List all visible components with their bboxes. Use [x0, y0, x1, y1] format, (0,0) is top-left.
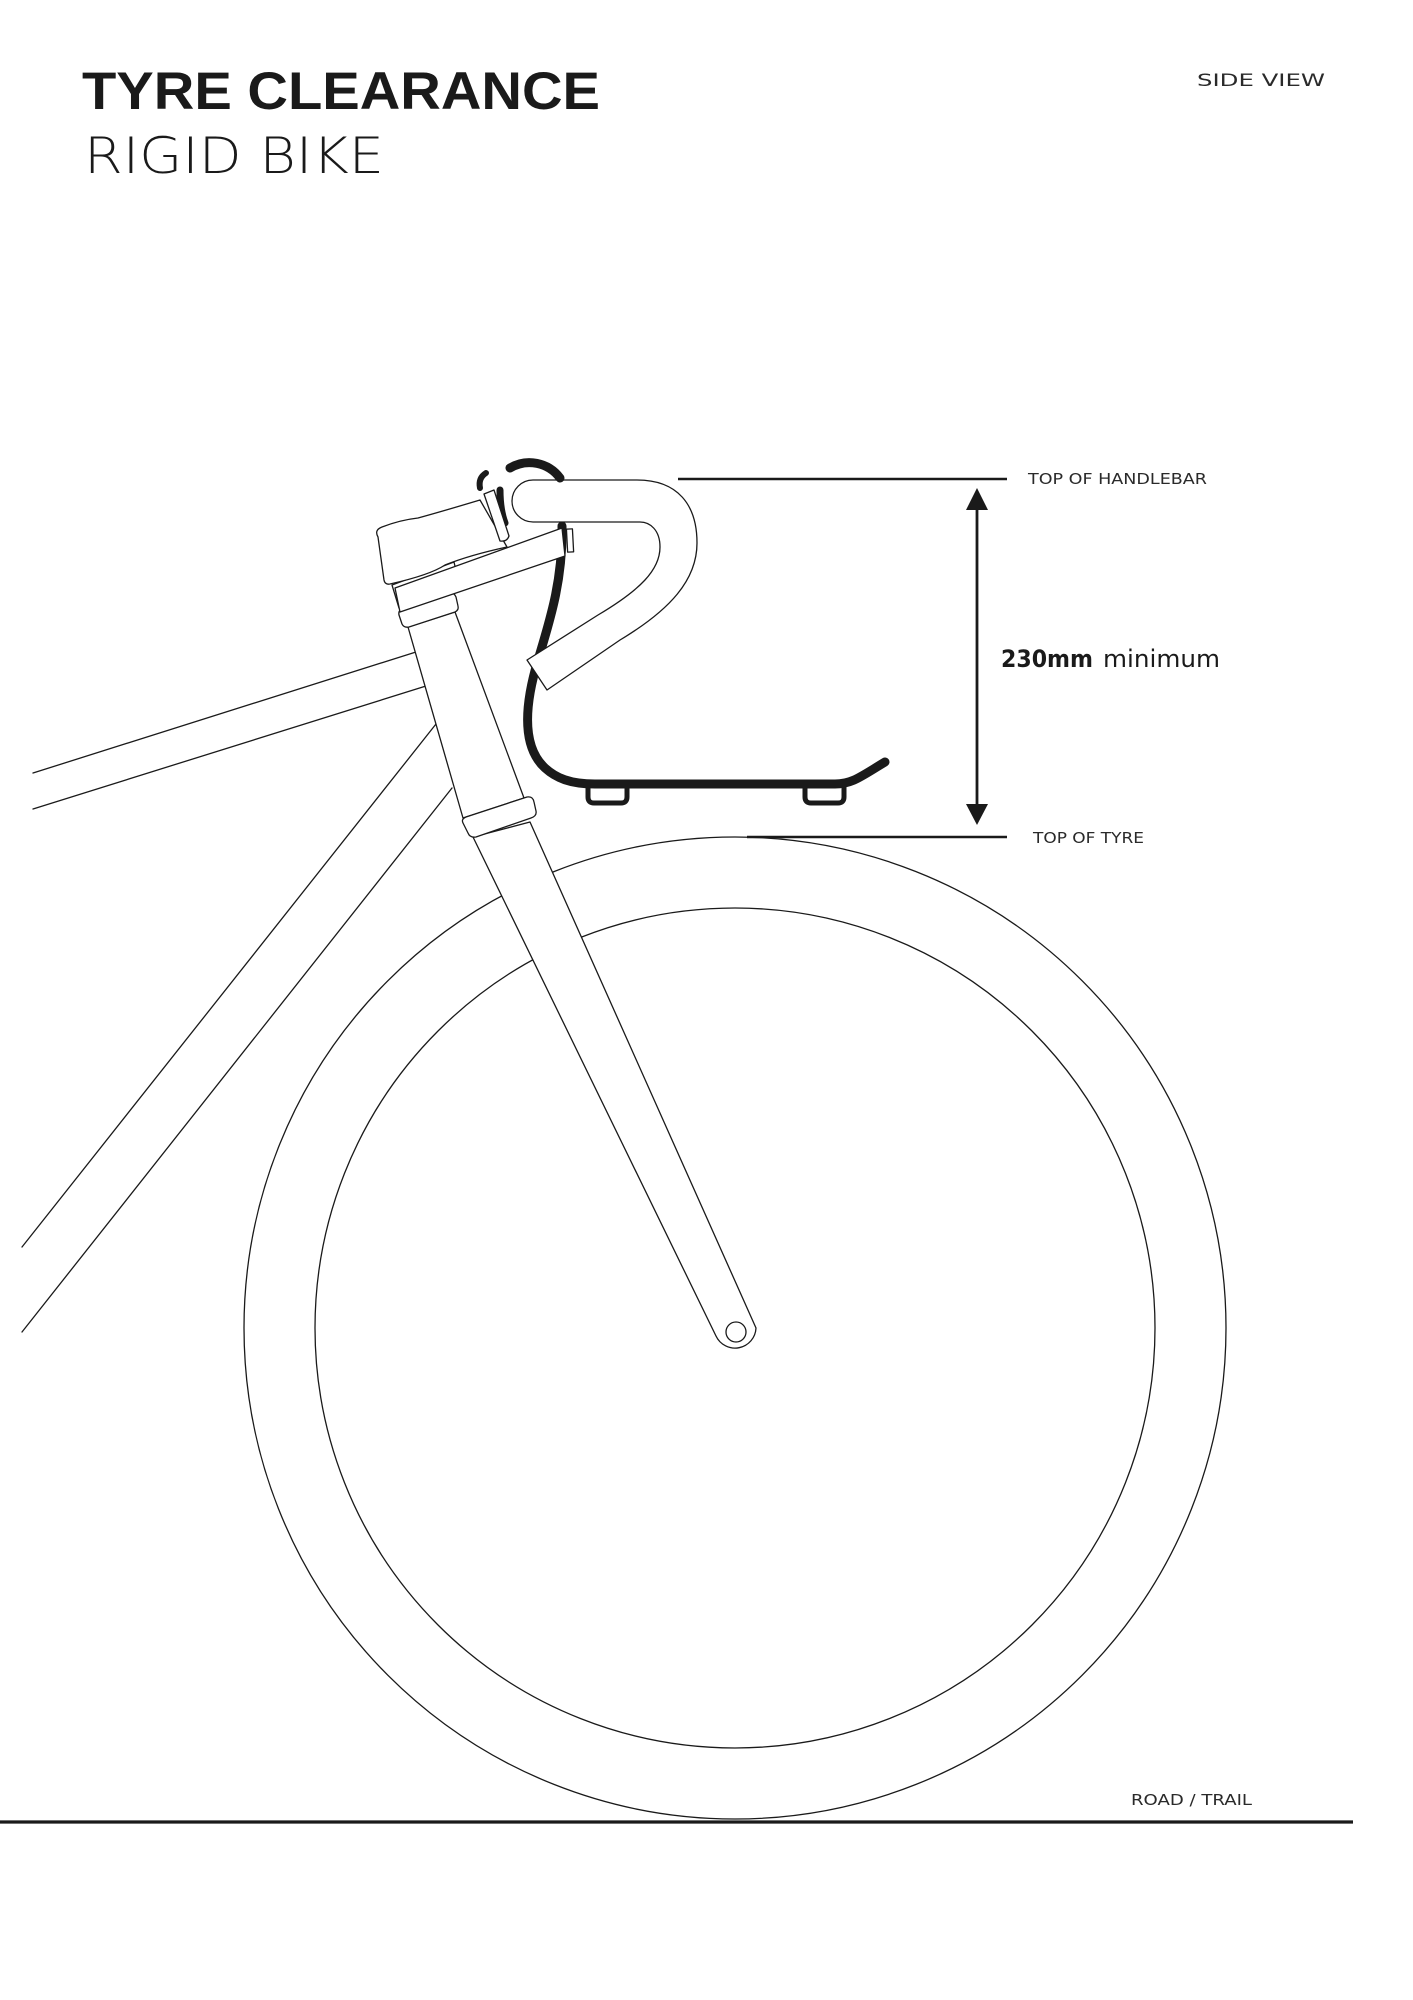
view-label: SIDE VIEW: [1197, 71, 1325, 91]
arrow-up-icon: [966, 488, 988, 510]
hub-axle: [725, 1321, 747, 1343]
dimension-value: 230mm: [1001, 645, 1093, 673]
dimension-qualifier: minimum: [1103, 645, 1220, 673]
brake-cable: [523, 521, 890, 789]
lower-headset-ring: [461, 796, 537, 838]
top-of-handlebar-label: TOP OF HANDLEBAR: [1027, 470, 1207, 488]
cable-tab: [565, 528, 575, 553]
diagram-subtitle: RIGID BIKE: [84, 127, 384, 185]
dimension-arrow: [966, 488, 988, 825]
fork: [472, 821, 757, 1349]
drop-handlebar: [511, 479, 698, 691]
upper-headset-ring: [398, 592, 459, 628]
cable-mounts: [585, 784, 847, 806]
top-tube: [32, 651, 427, 810]
front-wheel: [243, 836, 1227, 1820]
ground-label: ROAD / TRAIL: [1131, 1791, 1252, 1809]
stem: [376, 499, 566, 613]
diagram-title: TYRE CLEARANCE: [82, 62, 600, 121]
down-tube: [21, 723, 453, 1333]
rim-inner: [314, 907, 1156, 1749]
top-of-tyre-label: TOP OF TYRE: [1032, 829, 1144, 847]
bar-clamp: [476, 458, 575, 553]
tyre-outer: [243, 836, 1227, 1820]
arrow-down-icon: [966, 804, 988, 825]
